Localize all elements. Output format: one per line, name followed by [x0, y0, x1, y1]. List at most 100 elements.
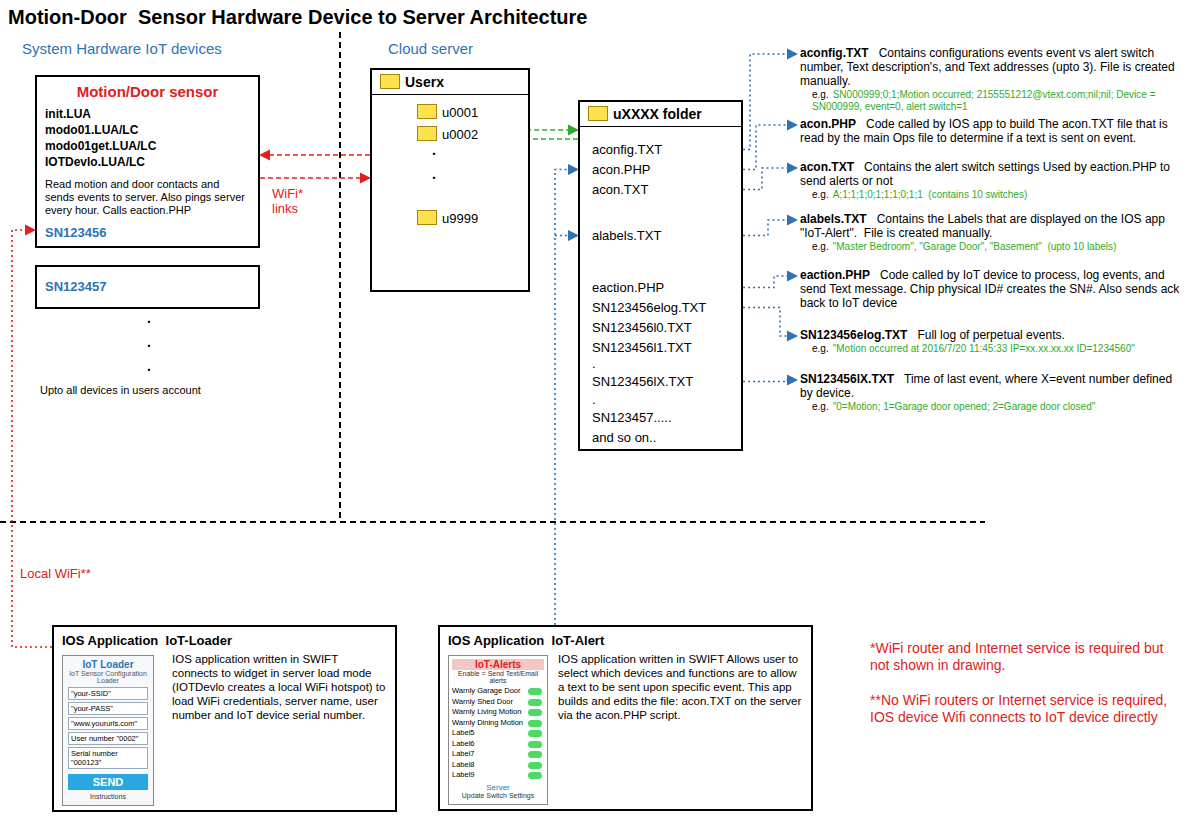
folder-icon [417, 104, 437, 119]
label-block: Cloud server [388, 40, 473, 57]
label-text: **No WiFi routers or Internet service is… [870, 692, 1171, 725]
label-block: e.g.A;1;1;1;0;1;1;1;0;1;1 (contains 10 s… [812, 189, 1185, 201]
label-text: e.g. [812, 401, 829, 412]
node-text: IoT Loader [66, 659, 150, 670]
connector [260, 154, 370, 156]
label-text: alabels.TXT [800, 212, 867, 226]
label-block: aconfig.TXTContains configurations event… [800, 46, 1185, 88]
node-text: SN123456l1.TXT [592, 340, 692, 355]
node-box: IoT-AlertsEnable = Send Text/Email alert… [448, 655, 548, 805]
label-text: System Hardware IoT devices [22, 40, 222, 57]
node-box: u9999 [417, 210, 478, 226]
label-block: e.g."Master Bedroom", "Garage Door", "Ba… [812, 241, 1185, 253]
leader-line [743, 220, 797, 236]
node-box: IOS Application IoT-LoaderIOS applicatio… [52, 625, 397, 812]
edge-label: WiFi* links [272, 186, 320, 216]
divider-line [0, 521, 985, 523]
label-block: . [432, 166, 436, 182]
label-block: *WiFi router and Internet service is req… [870, 640, 1170, 674]
label-text: SN000999;0;1;Motion occurred; 2155551212… [812, 89, 1158, 112]
folder-icon [588, 106, 608, 121]
node-text: Motion/Door sensor [45, 83, 250, 100]
label-text: e.g. [812, 343, 829, 354]
node-text: modo01get.LUA/LC [45, 138, 250, 154]
label-block: SN123456elog.TXT Full log of perpetual ev… [800, 328, 1185, 342]
leader-line [555, 235, 578, 237]
label-text: e.g. [812, 89, 829, 100]
folder-icon [380, 74, 400, 89]
connector [555, 170, 578, 626]
node-text: init.LUA [45, 106, 250, 122]
label-text: aconfig.TXT [800, 46, 869, 60]
label-text: Full log of perpetual events. [917, 328, 1064, 342]
label-text: A;1;1;1;0;1;1;1;0;1;1 (contains 10 switc… [833, 189, 1028, 200]
label-block: . [147, 358, 151, 374]
node-text: Serial number "000123" [68, 747, 148, 769]
folder-label: u0002 [442, 127, 478, 142]
node-text: Label7 [452, 749, 544, 760]
label-block: **No WiFi routers or Internet service is… [870, 692, 1170, 726]
node-heading: uXXXX folder [613, 106, 702, 122]
folder-icon [417, 126, 437, 141]
node-text: SEND [68, 774, 148, 790]
node-text: IOS Application IoT-Loader [62, 633, 387, 648]
label-text: acon.PHP [800, 117, 856, 131]
node-text: Read motion and door contacts and sends … [45, 178, 250, 217]
label-text: *WiFi router and Internet service is req… [870, 640, 1167, 673]
node-text: Label6 [452, 739, 544, 750]
label-text: Cloud server [388, 40, 473, 57]
node-text: Label8 [452, 760, 544, 771]
node-box: SN123457 [35, 265, 260, 309]
label-block: SN123456lX.TXTTime of last event, where … [800, 372, 1185, 400]
label-text: acon.TXT [800, 160, 854, 174]
label-text: . [147, 310, 151, 326]
label-block: . [147, 334, 151, 350]
label-block: acon.PHPCode called by IOS app to build … [800, 117, 1185, 145]
label-block: e.g. "Motion occurred at 2016/7/20 11:45:… [812, 343, 1185, 355]
diagram-title: Motion-Door Sensor Hardware Device to Se… [8, 6, 587, 29]
node-text: SN123457 [45, 279, 250, 294]
label-text: . [432, 142, 436, 158]
node-text: Label9 [452, 770, 544, 781]
node-text: Warnly Shed Door [452, 697, 544, 708]
node-text: Enable = Send Text/Email alerts [452, 670, 544, 684]
node-text: and so on.. [592, 430, 656, 445]
label-text: Upto all devices in users account [40, 384, 201, 396]
folder-label: u0001 [442, 105, 478, 120]
node-text: Warnly Dining Motion [452, 718, 544, 729]
edge-label: Local WiFi** [20, 566, 91, 581]
node-heading: Userx [405, 74, 444, 90]
divider-line [339, 32, 341, 520]
label-block: . [432, 142, 436, 158]
node-text: SN123456lX.TXT [592, 374, 693, 389]
leader-line [743, 168, 797, 190]
node-text: acon.TXT [592, 182, 648, 197]
node-box: u0001 [417, 104, 478, 120]
node-box: IOS Application IoT-AlertIOS application… [438, 625, 813, 811]
label-block: acon.TXTContains the alert switch settin… [800, 160, 1185, 188]
node-text: acon.PHP [592, 162, 651, 177]
node-header: uXXXX folder [580, 102, 741, 127]
leader-line [743, 308, 797, 337]
label-text: SN123456elog.TXT [800, 328, 907, 342]
node-text: SN123456elog.TXT [592, 300, 706, 315]
node-text: SN123456 [45, 225, 250, 240]
label-text: e.g. [812, 241, 829, 252]
label-block: eaction.PHPCode called by IoT device to … [800, 268, 1185, 310]
node-text: . [592, 356, 596, 371]
node-text: "your-SSID" [68, 687, 148, 700]
leader-line [743, 380, 797, 382]
label-text: "Motion occurred at 2016/7/20 11:45:33 I… [833, 343, 1135, 354]
node-text: alabels.TXT [592, 228, 661, 243]
label-block: System Hardware IoT devices [22, 40, 222, 57]
node-box: Motion/Door sensor init.LUAmodo01.LUA/LCm… [35, 75, 260, 248]
node-text: IoT Sensor Configuration Loader [66, 670, 150, 684]
leader-line [743, 54, 797, 150]
node-text: IOS Application IoT-Alert [448, 633, 803, 648]
label-text: . [147, 334, 151, 350]
node-text: SN123457..... [592, 410, 672, 425]
node-text: aconfig.TXT [592, 142, 662, 157]
node-text: modo01.LUA/LC [45, 122, 250, 138]
label-block: . [147, 310, 151, 326]
folder-label: u9999 [442, 211, 478, 226]
